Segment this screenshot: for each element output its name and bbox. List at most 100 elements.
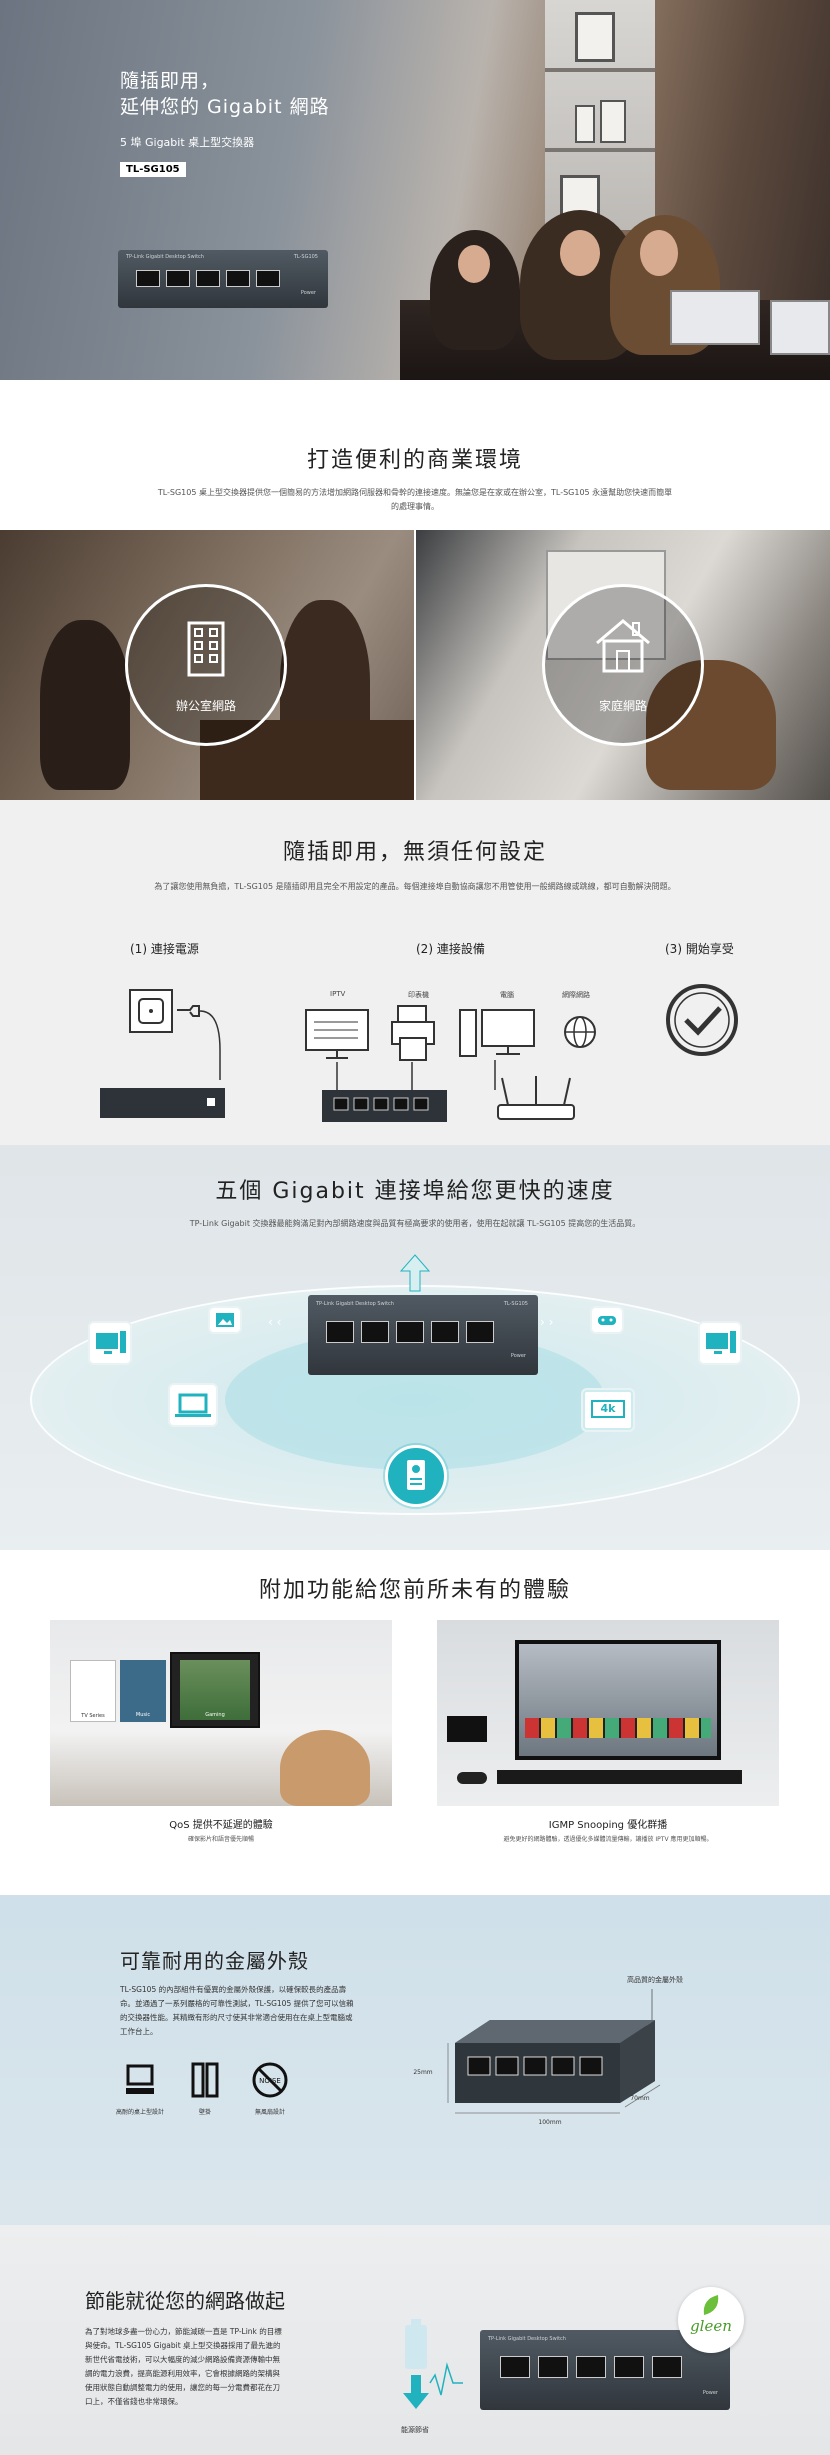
battery-energy-icon bbox=[403, 2319, 463, 2409]
port bbox=[614, 2356, 644, 2378]
home-label: 家庭網路 bbox=[598, 699, 647, 713]
left-arrows-icon: ‹ ‹ bbox=[268, 1315, 282, 1329]
laptop bbox=[770, 300, 830, 355]
laptop-icon bbox=[170, 1385, 216, 1425]
tv-icon bbox=[305, 1009, 369, 1059]
port bbox=[431, 1321, 459, 1343]
computer-icon bbox=[459, 1009, 535, 1057]
port bbox=[576, 2356, 606, 2378]
device-label-printer: 印表機 bbox=[408, 991, 429, 999]
dimension-height: 25mm bbox=[413, 2069, 433, 2076]
power-label: Power bbox=[702, 2390, 718, 2396]
energy-saving-label: 能源節省 bbox=[401, 2426, 429, 2434]
device-brand: TP-Link Gigabit Desktop Switch bbox=[126, 254, 204, 260]
shelf bbox=[545, 148, 655, 152]
photo-icon bbox=[210, 1308, 240, 1332]
switch-device-image: TP-Link Gigabit Desktop Switch TL-SG105 … bbox=[308, 1295, 538, 1375]
gleen-text: gleen bbox=[690, 2317, 732, 2335]
desktop-pc-icon-right bbox=[700, 1323, 740, 1363]
section-title: 附加功能給您前所未有的體驗 bbox=[258, 1578, 571, 1603]
port bbox=[538, 2356, 568, 2378]
port bbox=[256, 270, 280, 287]
book bbox=[575, 105, 595, 143]
building-icon bbox=[187, 621, 225, 677]
port bbox=[136, 270, 160, 287]
device-label-internet: 網際網路 bbox=[562, 991, 590, 999]
qos-title: QoS 提供不延遲的體驗 bbox=[169, 1820, 273, 1831]
power-label: Power bbox=[510, 1353, 526, 1359]
port bbox=[226, 270, 250, 287]
globe-icon bbox=[564, 1016, 596, 1048]
office-label: 辦公室網路 bbox=[175, 699, 236, 713]
section-title: 隨插即用，無須任何設定 bbox=[282, 840, 547, 865]
port bbox=[396, 1321, 424, 1343]
gamepad-icon bbox=[592, 1308, 622, 1332]
up-arrow-icon bbox=[400, 1254, 430, 1292]
printer-icon bbox=[391, 1005, 435, 1061]
laptop bbox=[670, 290, 760, 345]
igmp-title: IGMP Snooping 優化群播 bbox=[548, 1820, 668, 1831]
leaf-icon bbox=[703, 2295, 719, 2315]
section-title: 可靠耐用的金屬外殼 bbox=[120, 1949, 309, 1973]
power-label: Power bbox=[300, 290, 316, 296]
tile-music: Music bbox=[120, 1660, 166, 1722]
person-face bbox=[560, 230, 600, 276]
tile-tv-series: TV Series bbox=[70, 1660, 116, 1722]
port bbox=[652, 2356, 682, 2378]
person-face bbox=[458, 245, 490, 283]
tile-gaming: Gaming bbox=[180, 1660, 250, 1720]
igmp-text: 避免更好的網路體驗，透過優化多媒體流量傳輸，讓播放 IPTV 應用更加順暢。 bbox=[503, 1836, 713, 1843]
port bbox=[166, 270, 190, 287]
igmp-photo bbox=[437, 1620, 779, 1806]
metal-case-label: 高品質的金屬外殼 bbox=[627, 1976, 683, 1984]
icon-label-desktop: 高耐的桌上型設計 bbox=[115, 2109, 164, 2116]
section-text: 為了對地球多盡一份心力，節能減碳一直是 TP-Link 的目標與使命。TL-SG… bbox=[85, 2327, 282, 2406]
hero-banner: 隨插即用， 延伸您的 Gigabit 網路 5 埠 Gigabit 桌上型交換器… bbox=[0, 0, 830, 380]
section-text: TP-Link Gigabit 交換器最能夠滿足對內部網路速度與品質有極高要求的… bbox=[189, 1219, 641, 1228]
business-section: 打造便利的商業環境 TL-SG105 桌上型交換器提供您一個簡易的方法增加網路伺… bbox=[0, 380, 830, 530]
device-brand: TP-Link Gigabit Desktop Switch bbox=[488, 2336, 566, 2342]
dimension-width: 100mm bbox=[538, 2119, 562, 2126]
port bbox=[326, 1321, 354, 1343]
noise-text: NOISE bbox=[259, 2077, 281, 2085]
dimension-depth: 70mm bbox=[630, 2095, 650, 2102]
hero-title-line1: 隨插即用， bbox=[120, 70, 221, 92]
home-photo: 家庭網路 bbox=[416, 530, 830, 800]
gigabit-section: 五個 Gigabit 連接埠給您更快的速度 TP-Link Gigabit 交換… bbox=[0, 1145, 830, 1550]
icon-label-wall-mount: 壁掛 bbox=[198, 2109, 211, 2116]
device-model: TL-SG105 bbox=[293, 254, 318, 260]
nas-storage-icon bbox=[385, 1445, 447, 1507]
hero-title-line2: 延伸您的 Gigabit 網路 bbox=[120, 96, 330, 118]
section-text: TL-SG105 的內部組件有優異的金屬外殼保護，以確保較長的產品壽命。並通過了… bbox=[120, 1985, 354, 2036]
home-network-badge: 家庭網路 bbox=[542, 584, 704, 746]
book bbox=[600, 100, 626, 143]
4k-label: 4k bbox=[591, 1400, 625, 1418]
office-network-badge: 辦公室網路 bbox=[125, 584, 287, 746]
device-label-computer: 電腦 bbox=[500, 991, 514, 999]
plug-and-play-section: 隨插即用，無須任何設定 為了讓您使用無負擔，TL-SG105 是隨插即用且完全不… bbox=[0, 800, 830, 1145]
house-icon bbox=[596, 619, 650, 673]
section-title: 打造便利的商業環境 bbox=[306, 448, 523, 473]
right-arrows-icon: › › bbox=[540, 1315, 554, 1329]
shelf bbox=[545, 68, 655, 72]
router-icon bbox=[497, 1076, 575, 1120]
section-text: 為了讓您使用無負擔，TL-SG105 是隨插即用且完全不用設定的產品。每個連接埠… bbox=[154, 882, 676, 891]
section-title: 五個 Gigabit 連接埠給您更快的速度 bbox=[215, 1179, 615, 1204]
switch-device-image: TP-Link Gigabit Desktop Switch TL-SG105 … bbox=[118, 250, 328, 308]
section-text: TL-SG105 桌上型交換器提供您一個簡易的方法增加網路伺服器和骨幹的連接速度… bbox=[157, 488, 673, 511]
desktop-design-icon bbox=[126, 2064, 154, 2094]
qos-photo: TV Series Music Gaming bbox=[50, 1620, 392, 1806]
desktop-pc-icon bbox=[90, 1323, 130, 1363]
step-enjoy: (3) 開始享受 bbox=[665, 942, 734, 956]
wall-mount-icon bbox=[191, 2062, 219, 2098]
power-outlet-diagram bbox=[100, 989, 225, 1118]
model-badge: TL-SG105 bbox=[120, 162, 186, 177]
section-title: 節能就從您的網路做起 bbox=[85, 2289, 285, 2313]
person-face bbox=[640, 230, 678, 276]
check-circle-icon bbox=[666, 984, 738, 1056]
device-model: TL-SG105 bbox=[503, 1301, 528, 1307]
switch-dimension-diagram bbox=[447, 1989, 661, 2114]
port bbox=[196, 270, 220, 287]
hero-title: 隨插即用， 延伸您的 Gigabit 網路 bbox=[120, 68, 330, 120]
step-connect-devices: (2) 連接設備 bbox=[416, 942, 485, 956]
